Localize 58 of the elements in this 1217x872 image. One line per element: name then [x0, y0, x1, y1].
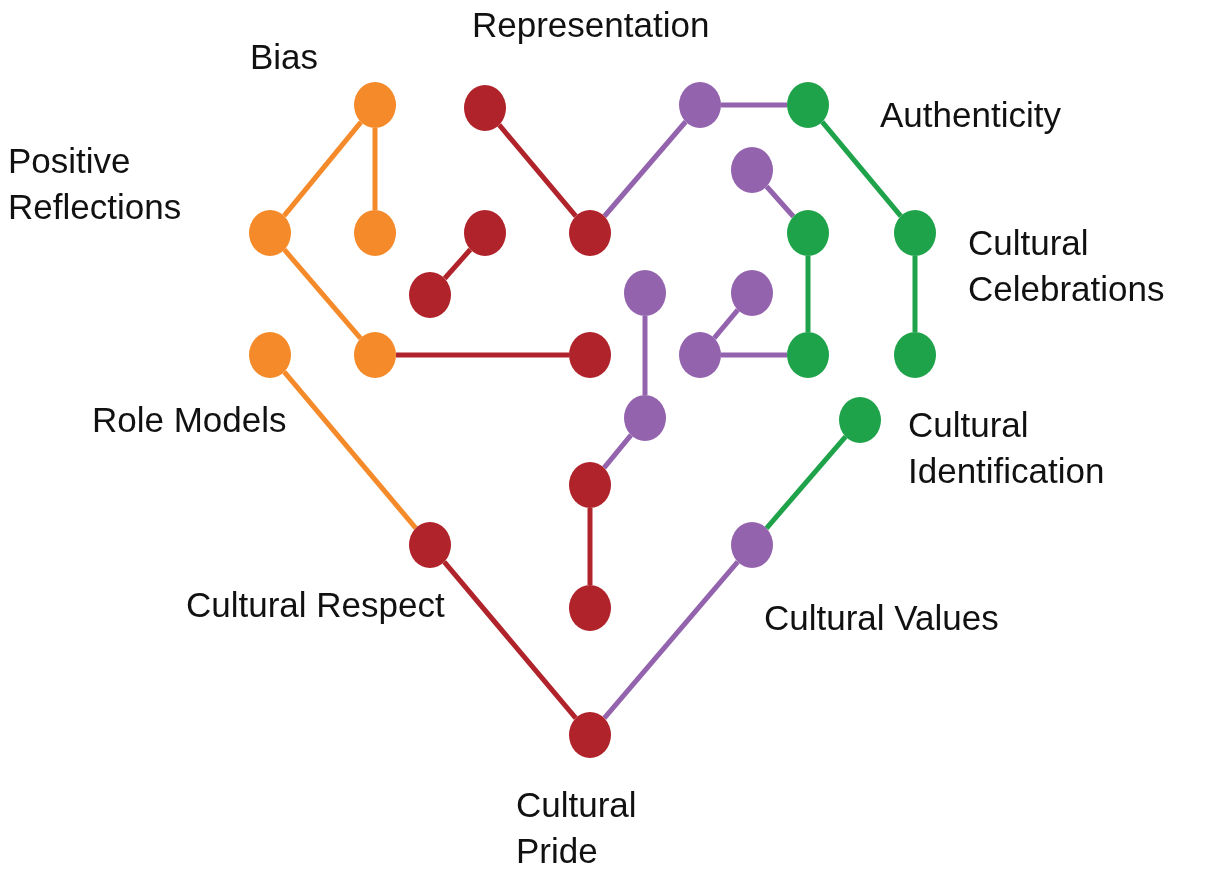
circle-node [569, 332, 611, 378]
connector-line [764, 184, 796, 219]
circle-node [569, 712, 611, 758]
connector-line [912, 256, 918, 332]
connector-line [442, 560, 578, 720]
circle-node [249, 332, 291, 378]
circle-node [731, 147, 773, 193]
concept-label: Bias [250, 36, 320, 78]
connector-line [602, 433, 633, 470]
concept-label: Cultural Values [764, 597, 1000, 639]
connector-line [497, 123, 578, 218]
connector-line [805, 256, 811, 332]
circle-node [464, 85, 506, 131]
circle-node [569, 462, 611, 508]
circle-node [249, 210, 291, 256]
concept-label: Positive Reflections [8, 140, 183, 228]
connector-line [602, 560, 740, 720]
connector-line [642, 316, 648, 395]
circle-node [679, 82, 721, 128]
connector-line [396, 352, 569, 358]
circle-node [624, 270, 666, 316]
connector-line [602, 120, 688, 218]
circle-node [409, 272, 451, 318]
connector-line [820, 120, 903, 218]
connector-line [764, 435, 848, 530]
connector-line [372, 128, 378, 210]
concept-label: Cultural Identification [908, 404, 1106, 492]
circle-node [569, 210, 611, 256]
connector-line [721, 102, 787, 108]
concept-label: Cultural Pride [516, 784, 638, 872]
concept-label: Representation [472, 4, 711, 46]
circle-node [731, 522, 773, 568]
circle-node [354, 210, 396, 256]
connector-line [721, 352, 787, 358]
circle-node [839, 397, 881, 443]
concept-label: Authenticity [880, 94, 1062, 136]
connector-line [712, 308, 740, 340]
connector-line [282, 120, 363, 218]
circle-node [679, 332, 721, 378]
circle-node [409, 522, 451, 568]
concept-label: Role Models [92, 399, 288, 441]
connector-line [282, 248, 363, 340]
circle-node [787, 332, 829, 378]
circle-node [354, 332, 396, 378]
circle-node [787, 82, 829, 128]
circle-node [569, 585, 611, 631]
connector-line [442, 247, 473, 281]
concept-label: Cultural Respect [186, 584, 446, 626]
circle-node [787, 210, 829, 256]
connector-line [282, 370, 418, 530]
circle-node [731, 270, 773, 316]
circle-node [464, 210, 506, 256]
circle-node [894, 332, 936, 378]
circle-node [894, 210, 936, 256]
circle-node [354, 82, 396, 128]
connector-line [587, 508, 593, 585]
concept-label: Cultural Celebrations [968, 222, 1166, 310]
circle-node [624, 395, 666, 441]
